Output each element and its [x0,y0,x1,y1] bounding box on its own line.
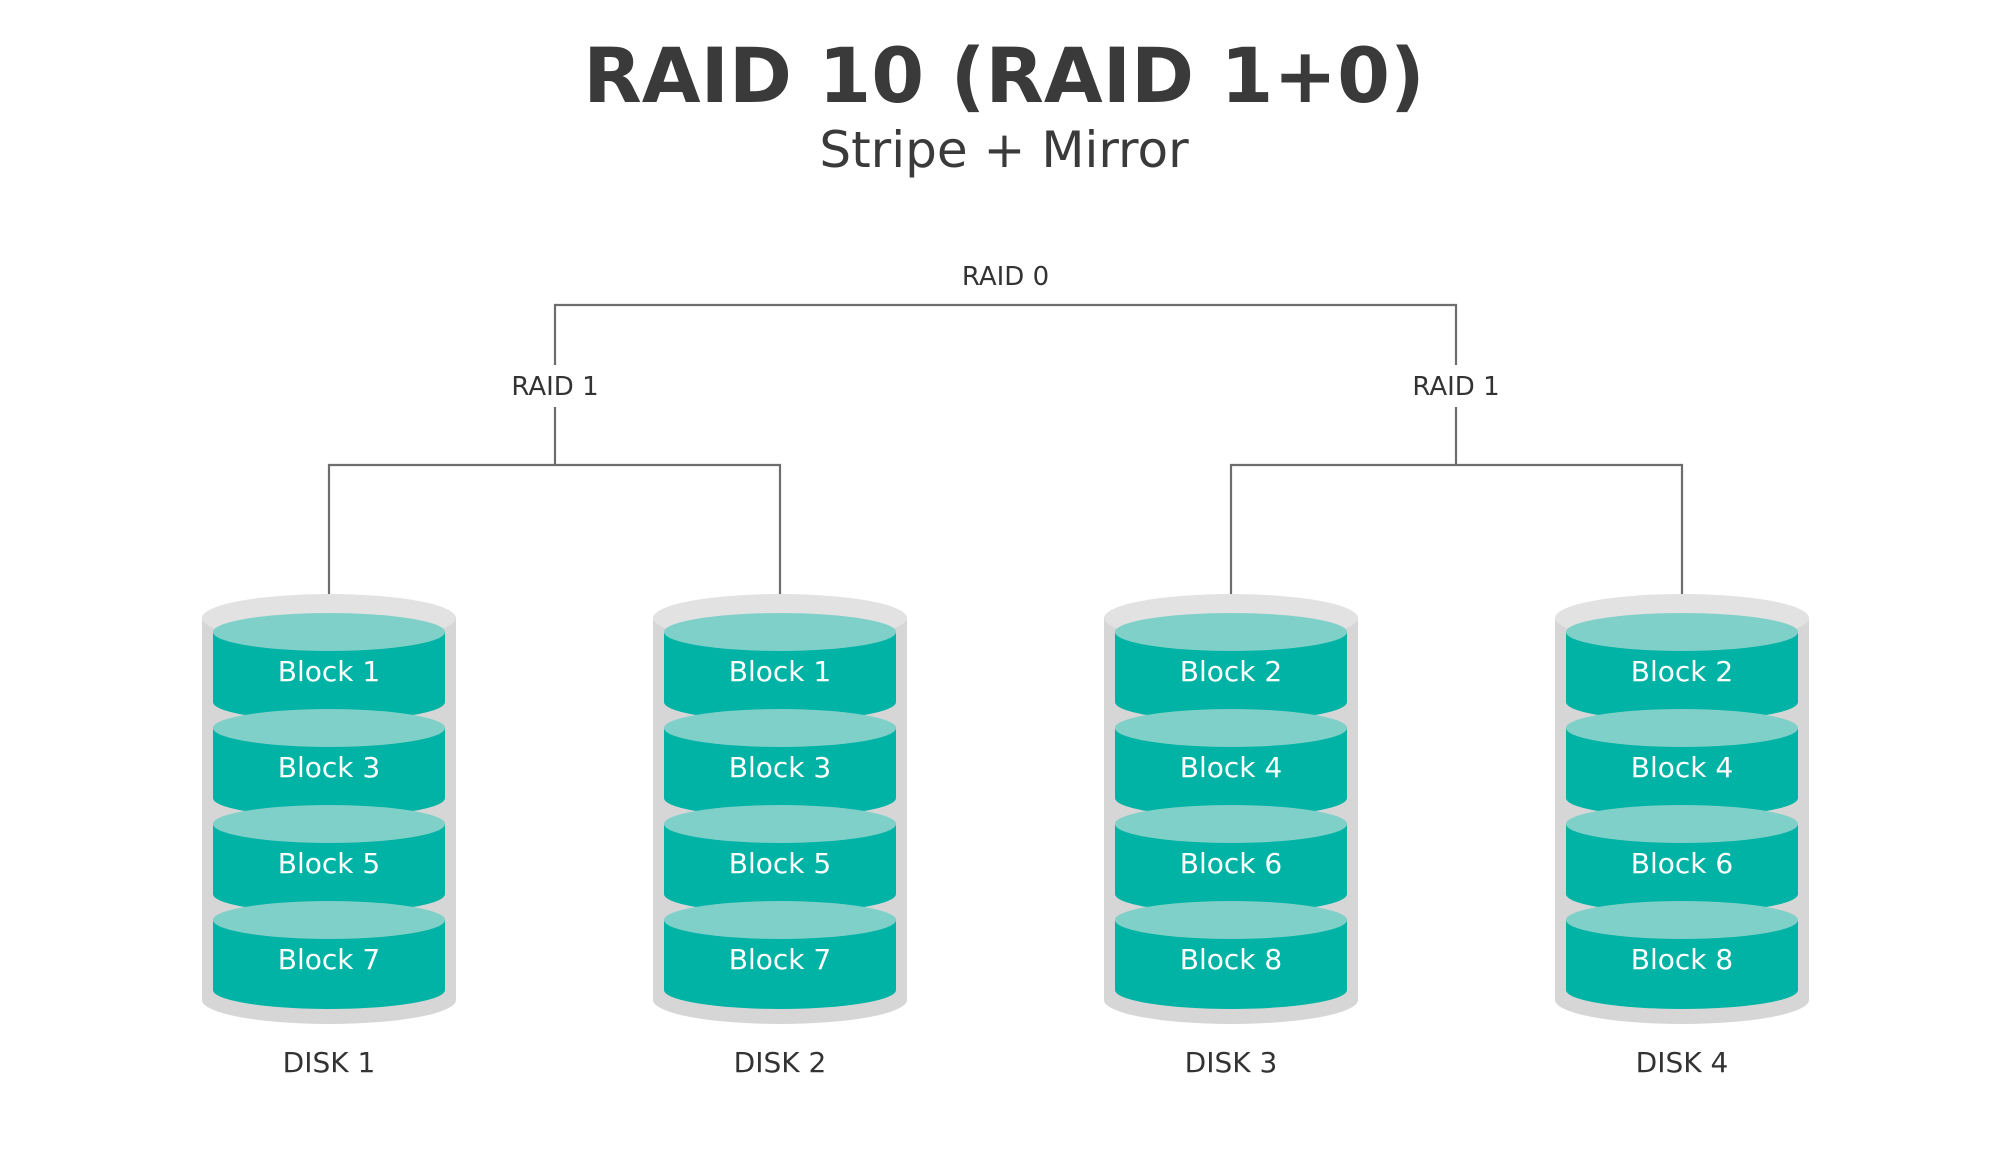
raid1-label: RAID 1 [1412,372,1499,402]
block-label: Block 4 [1180,751,1282,784]
block-label: Block 5 [729,847,831,880]
block-platter [213,920,445,1009]
disk-stack: Block 1 Block 3 Block 5 Block 7 DISK 1 [202,594,456,1079]
block-label: Block 3 [729,751,831,784]
block-label: Block 6 [1631,847,1733,880]
raid0-label: RAID 0 [962,262,1049,292]
diagram-subtitle: Stripe + Mirror [819,121,1189,179]
block-platter [1115,824,1347,913]
block-platter-top [213,805,445,843]
block-label: Block 2 [1631,655,1733,688]
block-label: Block 2 [1180,655,1282,688]
block-label: Block 3 [278,751,380,784]
raid0-connector [553,303,1458,365]
raid1-label: RAID 1 [511,372,598,402]
block-label: Block 5 [278,847,380,880]
block-platter [1566,728,1798,817]
block-platter-top [213,709,445,747]
raid1-connector [327,407,782,620]
block-label: Block 7 [278,943,380,976]
block-platter [664,632,896,721]
block-label: Block 1 [278,655,380,688]
diagram-title: RAID 10 (RAID 1+0) [583,31,1424,120]
raid1-connector [1229,407,1684,620]
block-platter [1566,920,1798,1009]
block-platter-top [213,901,445,939]
block-platter-top [664,805,896,843]
disk-label: DISK 4 [1636,1046,1729,1079]
block-platter-top [1566,901,1798,939]
block-platter-top [1566,709,1798,747]
block-platter-top [1566,613,1798,651]
connector-lines [327,303,1684,620]
block-platter [664,824,896,913]
block-platter-top [664,901,896,939]
block-platter-top [1566,805,1798,843]
block-label: Block 6 [1180,847,1282,880]
block-label: Block 7 [729,943,831,976]
disk-stack: Block 2 Block 4 Block 6 Block 8 DISK 4 [1555,594,1809,1079]
block-label: Block 1 [729,655,831,688]
block-platter [213,824,445,913]
disk-label: DISK 2 [734,1046,827,1079]
block-platter [1566,824,1798,913]
block-platter-top [1115,709,1347,747]
block-platter-top [664,613,896,651]
block-platter-top [213,613,445,651]
block-label: Block 8 [1631,943,1733,976]
disk-label: DISK 3 [1185,1046,1278,1079]
block-platter-top [1115,613,1347,651]
block-platter [1566,632,1798,721]
block-label: Block 4 [1631,751,1733,784]
block-platter-top [1115,805,1347,843]
block-platter [664,920,896,1009]
raid-level-labels: RAID 0 RAID 1 RAID 1 [511,262,1499,402]
block-label: Block 8 [1180,943,1282,976]
block-platter [1115,632,1347,721]
block-platter [1115,920,1347,1009]
disk-stack: Block 2 Block 4 Block 6 Block 8 DISK 3 [1104,594,1358,1079]
disk-stack: Block 1 Block 3 Block 5 Block 7 DISK 2 [653,594,907,1079]
disk-label: DISK 1 [283,1046,376,1079]
block-platter [1115,728,1347,817]
block-platter-top [664,709,896,747]
block-platter-top [1115,901,1347,939]
block-platter [213,632,445,721]
block-platter [213,728,445,817]
block-platter [664,728,896,817]
